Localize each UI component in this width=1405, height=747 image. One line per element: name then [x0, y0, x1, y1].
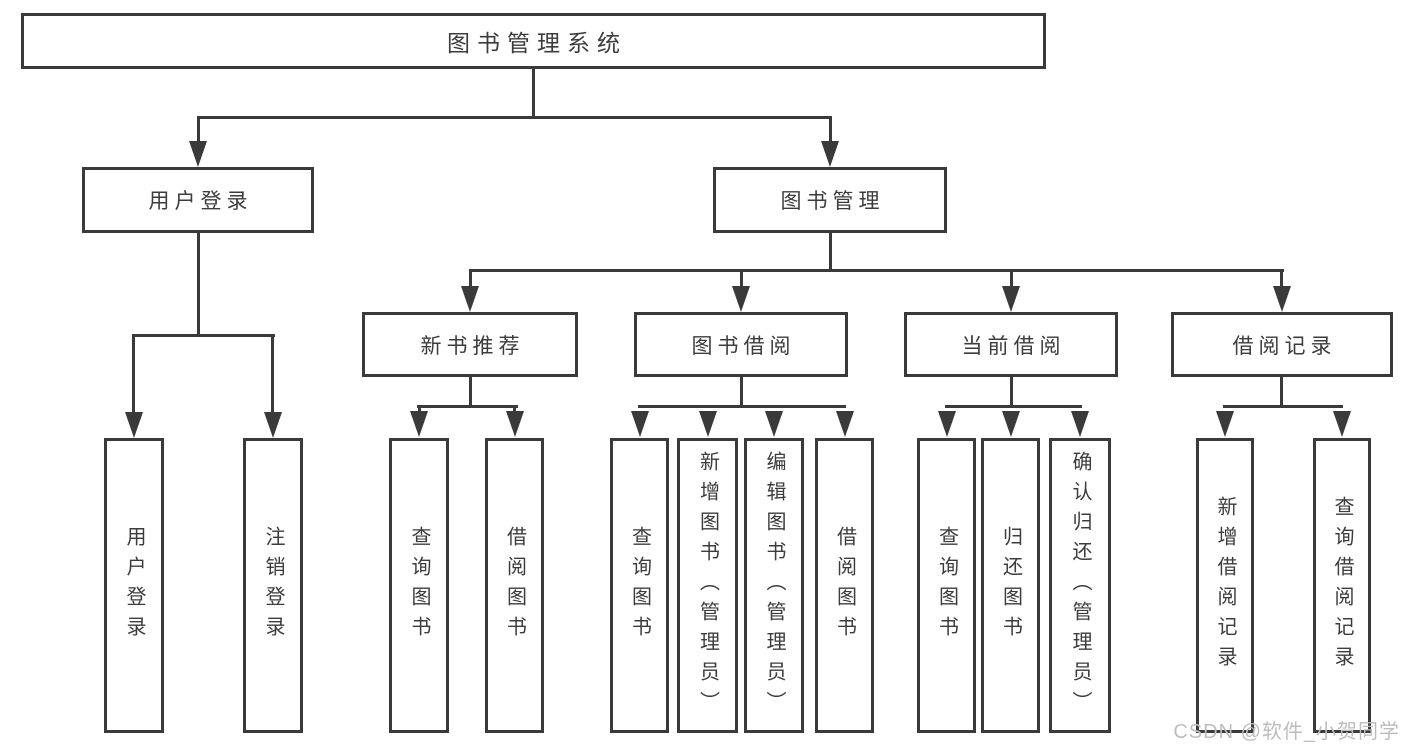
node-label: 查询借阅记录	[1331, 495, 1353, 676]
arrow-g3-leaf2	[698, 411, 717, 437]
arrow-logout	[263, 412, 282, 438]
leaf-add-borrow-record: 新增借阅记录	[1196, 438, 1254, 733]
edge-drop-new-books	[468, 268, 472, 289]
edge-mgmt-stem	[828, 233, 832, 270]
node-label: 图书借阅	[691, 334, 796, 358]
edge-mgmt-crossbar	[468, 268, 1284, 272]
node-label: 查询图书	[935, 525, 958, 646]
arrow-g4-leaf2	[1001, 411, 1020, 437]
node-label: 当前借阅	[961, 334, 1066, 358]
csdn-watermark: CSDN @软件_小贺同学	[1173, 721, 1400, 743]
arrow-g5-leaf2	[1333, 411, 1351, 437]
node-label: 借阅记录	[1232, 334, 1337, 358]
edge-drop-records	[1280, 268, 1283, 289]
edge-g2-stem	[468, 376, 472, 407]
arrow-book-mgmt	[821, 141, 839, 167]
edge-drop-login	[132, 333, 135, 416]
leaf-logout: 注销登录	[243, 438, 303, 733]
edge-g2-drop2	[513, 406, 516, 414]
leaf-query-books-3: 查询图书	[917, 438, 976, 733]
arrow-new-books	[461, 286, 479, 312]
node-label: 注销登录	[262, 525, 284, 646]
arrow-g2-leaf1	[410, 411, 428, 437]
arrow-user-login	[189, 141, 207, 167]
arrow-login	[124, 412, 143, 438]
node-label: 编辑图书（管理员）	[763, 450, 785, 721]
leaf-user-login: 用户登录	[104, 438, 164, 733]
edge-drop-user-login	[196, 116, 200, 144]
arrow-g3-leaf3	[765, 411, 783, 437]
edge-root-crossbar	[196, 116, 832, 119]
leaf-query-books-1: 查询图书	[389, 438, 449, 733]
node-label: 新增借阅记录	[1214, 495, 1236, 676]
edge-g4-crossbar	[944, 404, 1082, 408]
node-label: 查询图书	[408, 525, 430, 646]
node-label: 归还图书	[999, 525, 1022, 646]
edge-g2-drop1	[417, 406, 421, 414]
arrow-g4-leaf1	[937, 411, 956, 437]
edge-g5-stem	[1280, 376, 1283, 407]
arrow-g3-leaf1	[630, 411, 649, 437]
edge-drop-book-mgmt	[828, 116, 832, 144]
node-borrowing-records: 借阅记录	[1171, 312, 1393, 377]
edge-user-crossbar	[132, 333, 275, 337]
edge-drop-logout	[271, 333, 274, 416]
node-label: 查询图书	[628, 525, 651, 646]
node-new-book-recommend: 新书推荐	[362, 312, 578, 377]
arrow-g5-leaf1	[1216, 411, 1234, 437]
edge-drop-current	[1009, 268, 1013, 289]
node-label: 用户登录	[148, 190, 253, 213]
node-label: 用户登录	[123, 525, 145, 646]
leaf-add-books-admin: 新增图书（管理员）	[677, 438, 738, 733]
arrow-borrowing	[732, 286, 750, 312]
node-label: 图书管理	[780, 190, 885, 213]
node-label: 借阅图书	[503, 525, 526, 646]
arrow-current	[1002, 286, 1020, 312]
leaf-confirm-return-admin: 确认归还（管理员）	[1049, 438, 1111, 733]
node-library-system: 图书管理系统	[21, 13, 1046, 69]
edge-g3-crossbar	[638, 404, 846, 408]
edge-drop-borrowing	[739, 268, 743, 289]
node-book-borrowing: 图书借阅	[634, 312, 848, 377]
node-label: 新增图书（管理员）	[696, 450, 719, 721]
edge-root-stem	[531, 68, 535, 118]
leaf-edit-books-admin: 编辑图书（管理员）	[744, 438, 804, 733]
arrow-g2-leaf2	[505, 411, 524, 437]
edge-g3-stem	[739, 376, 743, 407]
leaf-query-books-2: 查询图书	[610, 438, 669, 733]
node-label: 借阅图书	[833, 525, 856, 646]
node-label: 新书推荐	[420, 334, 525, 358]
leaf-borrow-books-1: 借阅图书	[485, 438, 544, 733]
arrow-g3-leaf4	[835, 411, 854, 437]
edge-g4-stem	[1009, 376, 1013, 407]
edge-g2-crossbar	[417, 404, 518, 408]
node-user-login: 用户登录	[82, 167, 314, 233]
arrow-records	[1272, 286, 1291, 312]
leaf-borrow-books-2: 借阅图书	[815, 438, 874, 733]
leaf-return-books: 归还图书	[981, 438, 1040, 733]
edge-user-stem	[196, 233, 200, 335]
leaf-query-borrow-record: 查询借阅记录	[1313, 438, 1371, 733]
edge-g5-crossbar	[1223, 404, 1343, 408]
node-label: 图书管理系统	[447, 30, 627, 56]
node-current-borrowing: 当前借阅	[904, 312, 1118, 377]
node-book-management: 图书管理	[713, 167, 947, 233]
node-label: 确认归还（管理员）	[1069, 450, 1091, 721]
arrow-g4-leaf3	[1071, 411, 1089, 437]
